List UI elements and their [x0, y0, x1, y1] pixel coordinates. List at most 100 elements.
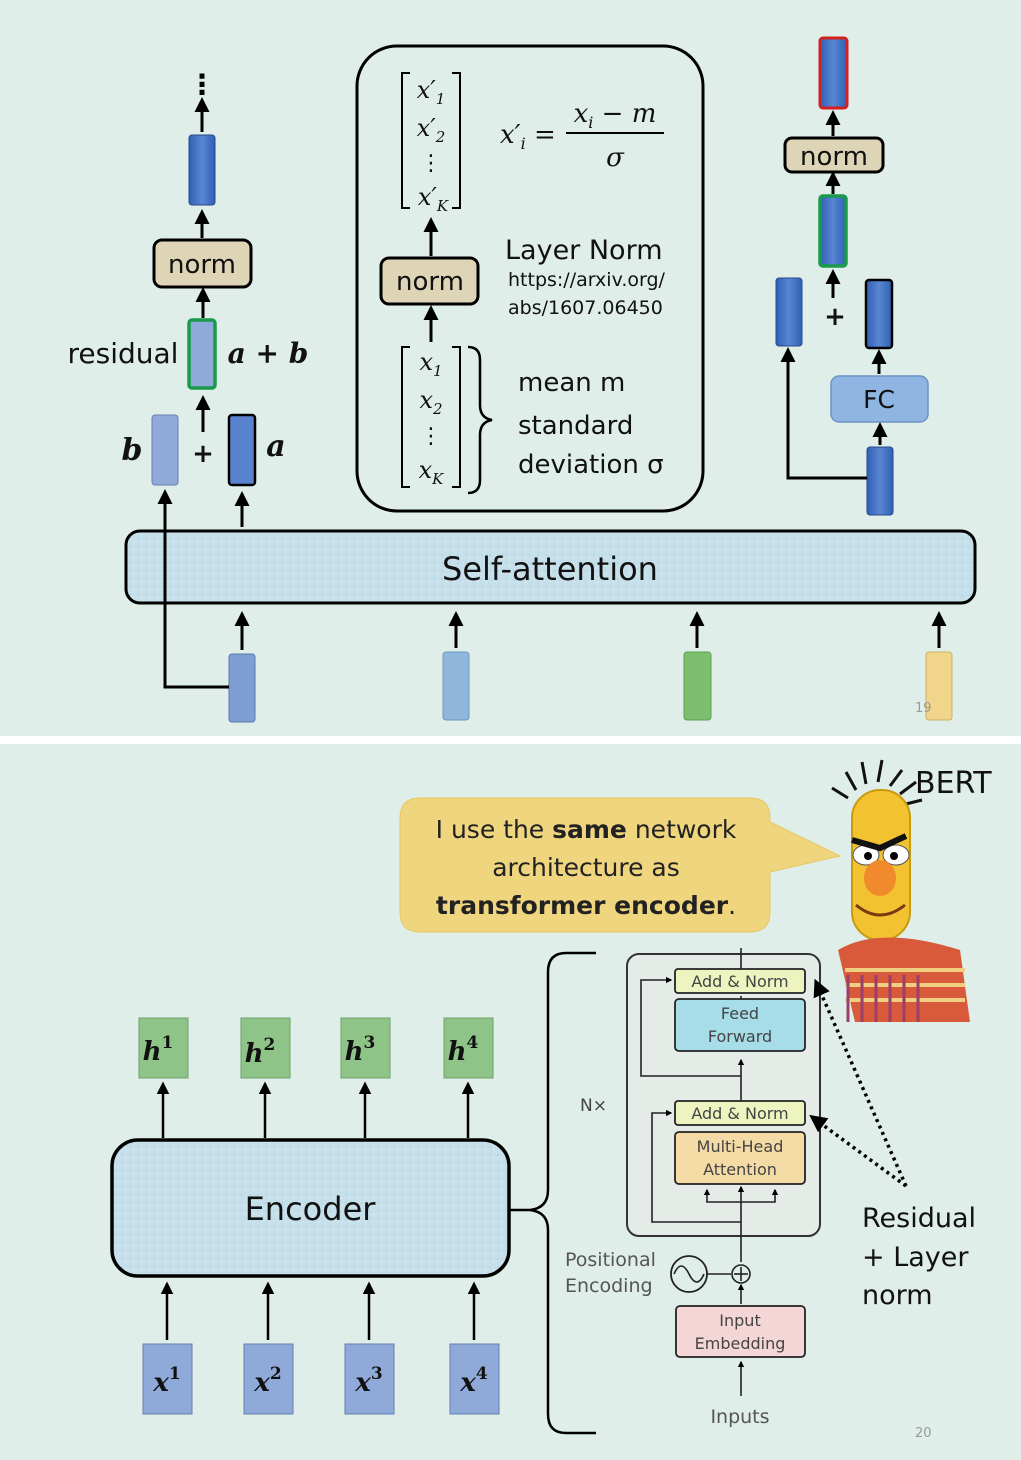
residual-note-2: + Layer: [862, 1242, 969, 1273]
norm-box-middle: [379, 256, 480, 306]
residual-label: residual: [68, 337, 179, 370]
self-attention-block: [124, 529, 977, 605]
vector-right-output: [818, 36, 849, 110]
in-x2: x2: [419, 386, 442, 418]
norm-box-left: [152, 238, 253, 289]
input-vector-3: [683, 651, 712, 721]
svg-text:Add & Norm: Add & Norm: [691, 1104, 788, 1123]
vector-right-sum: [818, 194, 848, 268]
svg-text:h2: h2: [245, 1035, 276, 1069]
svg-text:x4: x4: [459, 1364, 488, 1398]
output-h1: [138, 1017, 189, 1079]
out-dots: ⋮: [420, 151, 442, 176]
svg-text:h1: h1: [143, 1033, 174, 1067]
svg-text:x1: x1: [152, 1364, 180, 1398]
svg-text:Multi-Head: Multi-Head: [697, 1137, 784, 1156]
input-x4: [449, 1343, 500, 1415]
svg-text:Input: Input: [719, 1311, 760, 1330]
sum-label: a + b: [228, 337, 309, 370]
input-embedding: [675, 1305, 806, 1358]
residual-note-3: norm: [862, 1280, 933, 1311]
input-x1: [142, 1343, 193, 1415]
slide-separator: [0, 736, 1021, 744]
input-vector-1: [228, 653, 256, 723]
output-h4: [443, 1017, 494, 1079]
label-a: a: [266, 429, 285, 464]
formula-numerator: xi − m: [574, 99, 657, 132]
page-number-19: 19: [915, 701, 932, 716]
self-attention-label: Self-attention: [442, 550, 658, 588]
layer-norm-title: Layer Norm: [505, 235, 663, 266]
svg-text:h4: h4: [448, 1033, 479, 1067]
svg-text:Attention: Attention: [703, 1160, 777, 1179]
multi-head-attention: [674, 1131, 806, 1185]
label-b: b: [122, 433, 143, 468]
vector-a: [227, 413, 257, 487]
fc-label: FC: [863, 385, 895, 414]
fc-box: [830, 375, 929, 423]
svg-text:Embedding: Embedding: [695, 1334, 786, 1353]
norm-box-right: [783, 136, 885, 174]
speech-bubble-text: I use the same network architecture as t…: [435, 815, 737, 920]
in-dots: ⋮: [420, 424, 442, 449]
svg-text:Positional: Positional: [565, 1249, 656, 1271]
out-x1: x′1: [417, 76, 446, 108]
output-h3: [340, 1017, 391, 1079]
vector-b: [151, 414, 179, 486]
std-label-1: standard: [518, 411, 633, 441]
mean-label: mean m: [518, 368, 625, 398]
svg-text:h3: h3: [345, 1033, 376, 1067]
layer-norm-panel: [355, 44, 705, 513]
norm-label-left: norm: [168, 250, 236, 280]
input-x2: [243, 1343, 294, 1415]
speech-bubble: [399, 797, 842, 933]
svg-text:Add & Norm: Add & Norm: [691, 972, 788, 991]
svg-text:Encoding: Encoding: [565, 1275, 653, 1297]
std-label-2: deviation σ: [518, 450, 664, 480]
input-vector-4: [925, 651, 953, 721]
norm-label-middle: norm: [396, 267, 464, 297]
nx-label: N×: [580, 1096, 607, 1116]
encoder-stack-frame: [626, 953, 821, 1237]
expansion-brace: [510, 951, 596, 1435]
out-xK: x′K: [418, 183, 449, 215]
add-norm-top: [674, 968, 806, 994]
encoder-label: Encoder: [245, 1190, 377, 1228]
inputs-x: x1 x2 x3 x4: [142, 1343, 500, 1415]
in-x1: x1: [419, 348, 442, 380]
add-icon: [731, 1264, 751, 1284]
vector-left-output: [188, 134, 216, 206]
vector-residual-sum: [187, 318, 217, 390]
layer-norm-url-1: https://arxiv.org/: [508, 269, 666, 291]
out-x2: x′2: [417, 114, 446, 146]
add-norm-bottom: [674, 1100, 806, 1126]
residual-note-1: Residual: [862, 1203, 976, 1234]
vector-right-fc-out: [864, 278, 894, 350]
outputs-h: h1 h2 h3 h4: [138, 1017, 494, 1079]
inputs-label: Inputs: [710, 1406, 769, 1428]
page-number-20: 20: [915, 1426, 932, 1441]
input-vector-2: [442, 651, 470, 721]
output-h2: [240, 1017, 291, 1079]
transformer-encoder-diagram: Add & Norm Feed Forward Add & Norm Multi…: [565, 948, 821, 1428]
plus-left: +: [192, 439, 214, 469]
norm-label-right: norm: [800, 142, 868, 172]
svg-text:Feed: Feed: [721, 1004, 759, 1023]
input-x3: [344, 1343, 395, 1415]
bert-label: BERT: [915, 766, 992, 801]
feed-forward: [674, 998, 806, 1052]
vector-right-input: [866, 446, 894, 516]
in-xK: xK: [419, 456, 445, 488]
svg-text:x2: x2: [253, 1364, 281, 1398]
vector-right-residual: [775, 277, 803, 347]
formula-lhs: x′i =: [500, 120, 556, 153]
ellipsis-top: ⋮: [188, 68, 216, 101]
formula-denominator: σ: [606, 143, 625, 173]
bert-puppet-icon: [831, 759, 970, 1022]
layer-norm-url-2: abs/1607.06450: [508, 297, 663, 319]
svg-text:x3: x3: [354, 1364, 382, 1398]
svg-text:Forward: Forward: [708, 1027, 772, 1046]
encoder-block: [110, 1138, 511, 1278]
plus-right: +: [824, 302, 846, 332]
